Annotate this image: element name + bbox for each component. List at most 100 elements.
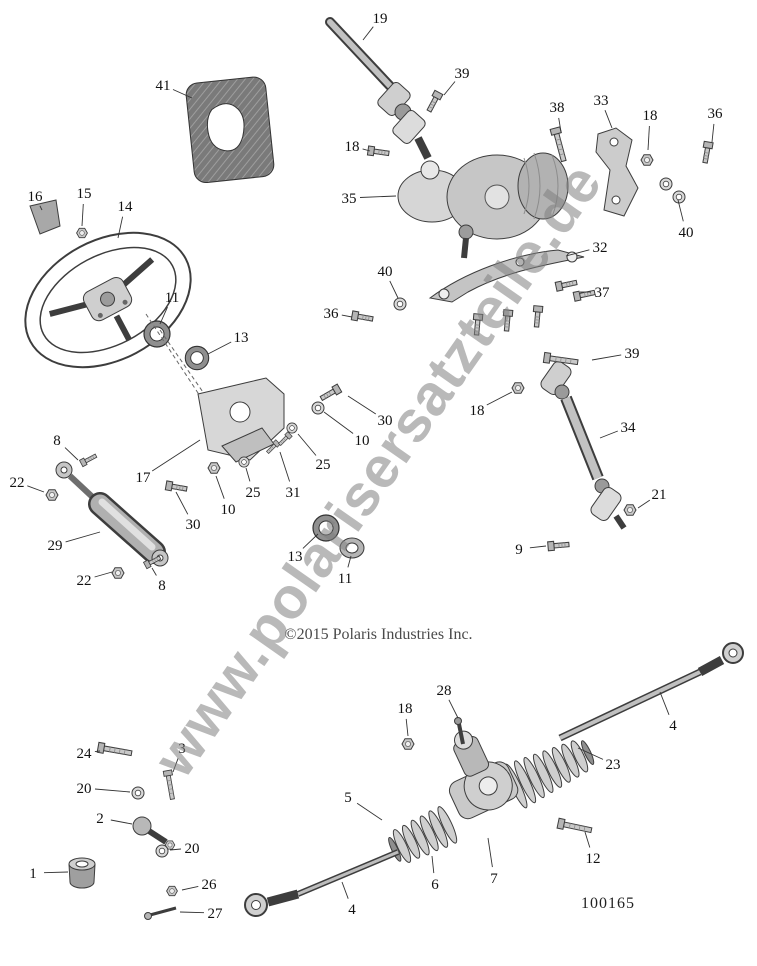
bolt-drawing — [531, 305, 544, 328]
callout-leader — [341, 881, 349, 899]
washer-drawing — [238, 456, 250, 468]
bolt-drawing — [556, 817, 593, 836]
callout-leader — [584, 831, 591, 848]
callout-number: 25 — [316, 457, 331, 473]
callout-number: 18 — [345, 139, 360, 155]
callout-leader — [359, 195, 397, 198]
rack-pinion-drawing — [244, 642, 744, 917]
callout-number: 32 — [593, 240, 608, 256]
callout-number: 18 — [398, 701, 413, 717]
callout-number: 15 — [77, 186, 92, 202]
nut-drawing — [623, 504, 637, 516]
callout-number: 30 — [186, 517, 201, 533]
bolt-drawing — [162, 769, 178, 801]
washer-drawing — [393, 297, 407, 311]
nut-drawing — [640, 154, 654, 166]
callout-number: 25 — [246, 485, 261, 501]
bolt-drawing — [424, 89, 444, 114]
callout-leader — [591, 354, 622, 361]
callout-number: 13 — [234, 330, 249, 346]
callout-number: 1 — [29, 866, 37, 882]
callout-leader — [64, 447, 79, 461]
callout-leader — [94, 571, 113, 578]
bearing-drawing — [312, 514, 340, 542]
callout-number: 22 — [77, 573, 92, 589]
bolt-drawing — [96, 741, 133, 759]
bolt-drawing — [501, 309, 514, 332]
callout-leader — [43, 871, 69, 874]
callout-number: 39 — [625, 346, 640, 362]
grease-fitting-drawing — [454, 717, 462, 725]
callout-number: 41 — [156, 78, 171, 94]
callout-leader — [659, 691, 670, 715]
part-number: 100165 — [581, 895, 635, 912]
callout-leader — [558, 117, 562, 133]
washer-drawing — [155, 844, 169, 858]
screw-drawing — [144, 906, 177, 920]
callout-leader — [81, 203, 84, 227]
callout-leader — [94, 750, 101, 753]
bracket-drawing — [595, 127, 639, 217]
callout-leader — [117, 216, 124, 239]
callout-leader — [159, 306, 168, 325]
callout-leader — [362, 26, 374, 41]
bolt-drawing — [350, 310, 375, 324]
callout-number: 10 — [355, 433, 370, 449]
bolt-drawing — [366, 145, 390, 159]
callout-number: 20 — [185, 841, 200, 857]
callout-number: 40 — [679, 225, 694, 241]
intermediate-shaft-drawing — [540, 361, 627, 530]
callout-leader — [279, 451, 291, 482]
callout-leader — [179, 911, 205, 914]
callout-number: 30 — [378, 413, 393, 429]
callout-number: 8 — [158, 578, 166, 594]
callout-number: 35 — [342, 191, 357, 207]
callout-number: 19 — [373, 11, 388, 27]
screw-drawing — [277, 431, 293, 447]
callout-number: 24 — [77, 746, 93, 762]
callout-leader — [341, 314, 353, 318]
callout-leader — [39, 205, 43, 211]
copyright-text: ©2015 Polaris Industries Inc. — [284, 626, 473, 643]
callout-number: 31 — [286, 485, 301, 501]
callout-number: 20 — [77, 781, 92, 797]
gas-strut-drawing — [55, 461, 169, 567]
callout-number: 36 — [324, 306, 340, 322]
callout-leader — [599, 430, 618, 439]
bolt-drawing — [700, 140, 714, 165]
bolt-drawing — [572, 287, 597, 302]
nut-drawing — [45, 489, 59, 501]
callout-leader — [389, 280, 399, 299]
washer-drawing — [659, 177, 673, 191]
callout-number: 33 — [594, 93, 609, 109]
bearing-drawing — [143, 320, 171, 348]
bolt-drawing — [318, 383, 343, 403]
callout-number: 4 — [669, 718, 677, 734]
callout-number: 29 — [48, 538, 63, 554]
bolt-drawing — [554, 277, 579, 292]
callout-number: 37 — [595, 285, 611, 301]
callout-leader — [151, 567, 157, 576]
callout-number: 38 — [550, 100, 565, 116]
washer-drawing — [286, 422, 298, 434]
callout-leader — [27, 485, 45, 493]
callout-number: 23 — [606, 757, 621, 773]
bellows-right-drawing — [504, 740, 595, 809]
washer-drawing — [311, 401, 325, 415]
callout-leader — [151, 439, 201, 472]
callout-number: 3 — [178, 741, 186, 757]
exploded-view-artwork — [24, 17, 744, 920]
callout-number: 2 — [96, 811, 104, 827]
callout-number: 5 — [344, 790, 352, 806]
callout-leader — [181, 885, 199, 891]
callout-number: 9 — [515, 542, 523, 558]
callout-leader — [175, 491, 189, 515]
gearbox-drawing — [397, 152, 569, 259]
bearing-race-drawing — [339, 537, 365, 559]
column-mount-drawing — [145, 313, 285, 463]
steering-shaft-drawing — [325, 17, 432, 160]
callout-number: 39 — [455, 66, 470, 82]
nut-drawing — [401, 738, 415, 750]
callout-leader — [347, 395, 377, 415]
